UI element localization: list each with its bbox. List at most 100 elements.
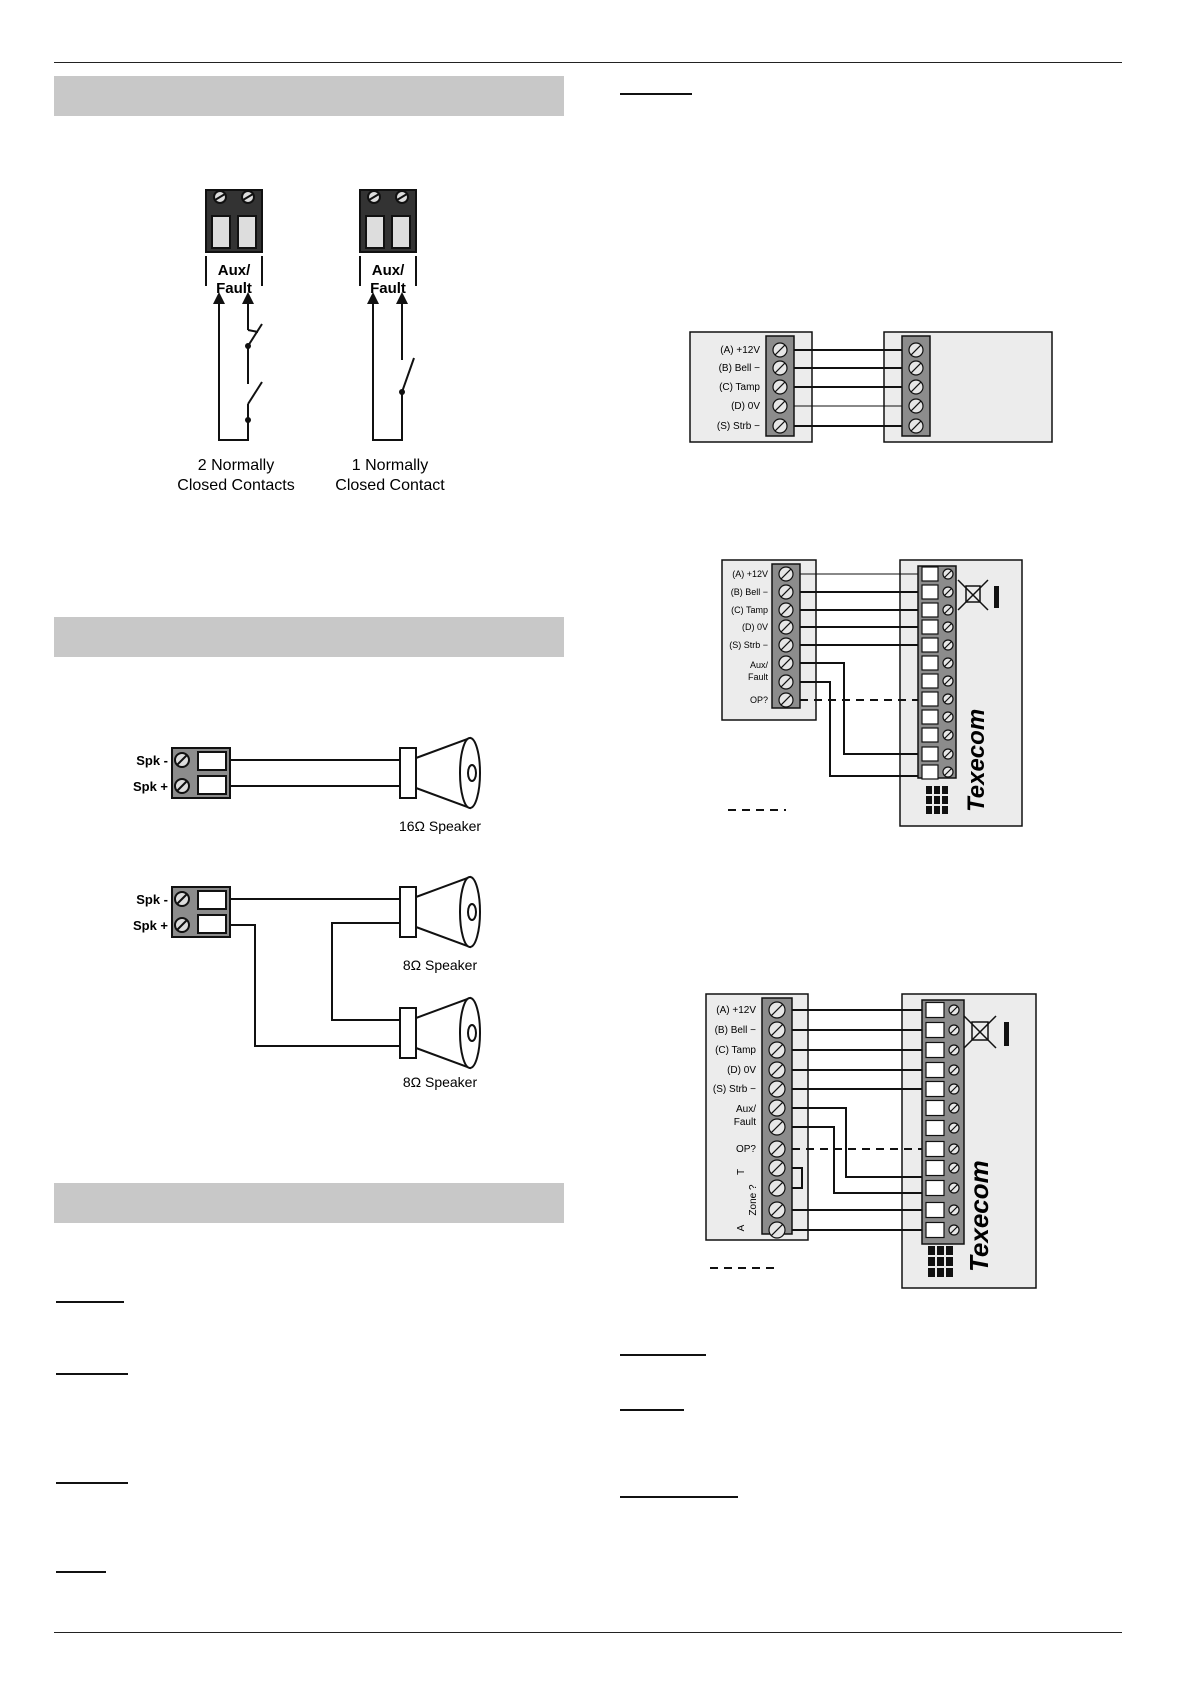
terminal-cell	[925, 1119, 945, 1137]
heading-underline	[56, 1301, 124, 1303]
term-s-label: (S) Strb −	[713, 1084, 756, 1095]
terminal-cell	[925, 1201, 945, 1219]
screw-slot	[950, 1046, 958, 1054]
term-fault-label: Fault	[734, 1117, 756, 1128]
screw-slot	[770, 1181, 784, 1195]
term-fault-label: Fault	[748, 672, 769, 682]
screw-slot	[780, 676, 792, 688]
section-header-bar	[54, 1183, 564, 1223]
caption-two-contacts: 2 Normally	[198, 457, 274, 474]
term-a-label: (A) +12V	[732, 569, 768, 579]
bell-wiring-diagram-aux: (A) +12V (B) Bell − (C) Tamp (D) 0V (S) …	[721, 559, 1023, 827]
term-d-label: (D) 0V	[727, 1065, 756, 1076]
term-a-label: (A) +12V	[720, 345, 760, 356]
terminal-cell	[925, 1179, 945, 1197]
screw-slot	[944, 570, 952, 578]
screw-slot	[944, 623, 952, 631]
bell-wiring-diagram-zone: (A) +12V (B) Bell − (C) Tamp (D) 0V (S) …	[705, 993, 1037, 1289]
screw-slot	[770, 1063, 784, 1077]
heading-underline	[56, 1571, 106, 1573]
terminal-cell	[921, 727, 939, 743]
screw-slot	[770, 1101, 784, 1115]
zone-a-label: A	[736, 1224, 747, 1231]
terminal-cell	[925, 1001, 945, 1019]
screw-slot	[910, 362, 922, 374]
heading-underline	[620, 93, 692, 95]
terminal-cell	[925, 1080, 945, 1098]
heading-underline	[620, 1496, 738, 1498]
terminal-cell	[925, 1061, 945, 1079]
screw-slot	[770, 1120, 784, 1134]
footer-rule	[54, 1632, 1122, 1633]
terminal-cell	[921, 602, 939, 618]
screw-slot	[770, 1142, 784, 1156]
screw-slot	[774, 344, 786, 356]
term-b-label: (B) Bell −	[719, 363, 761, 374]
terminal-cell	[921, 655, 939, 671]
screw-slot	[910, 400, 922, 412]
screw-slot	[950, 1145, 958, 1153]
screw-slot	[780, 568, 792, 580]
screw-slot	[770, 1043, 784, 1057]
screw-slot	[944, 677, 952, 685]
terminal-cell	[921, 746, 939, 762]
aux-fault-diagram: Aux/ Fault Aux/ Fault 2 Normally Closed …	[177, 189, 445, 494]
heading-underline	[620, 1354, 706, 1356]
screw-slot	[780, 604, 792, 616]
screw-slot	[774, 362, 786, 374]
screw-slot	[780, 586, 792, 598]
term-aux-label: Aux/	[736, 1104, 756, 1115]
term-op-label: OP?	[750, 695, 768, 705]
screw-slot	[770, 1003, 784, 1017]
spk-minus-label: Spk -	[136, 753, 168, 768]
terminal-cell	[925, 1140, 945, 1158]
screw-slot	[950, 1206, 958, 1214]
screw-slot	[944, 641, 952, 649]
screw-slot	[770, 1082, 784, 1096]
screw-slot	[950, 1164, 958, 1172]
screw-slot	[944, 659, 952, 667]
terminal-cell	[925, 1021, 945, 1039]
screw-slot	[910, 420, 922, 432]
aux-label-left: Aux/	[218, 262, 251, 279]
terminal-cell	[921, 709, 939, 725]
screw-slot	[774, 400, 786, 412]
screw-slot	[780, 694, 792, 706]
screw-slot	[950, 1006, 958, 1014]
texecom-logo: Texecom	[963, 709, 990, 812]
term-s-label: (S) Strb −	[717, 421, 760, 432]
aux-label-right: Aux/	[372, 262, 405, 279]
term-d-label: (D) 0V	[731, 401, 760, 412]
terminal-cell	[925, 1159, 945, 1177]
heading-underline	[56, 1482, 128, 1484]
header-rule	[54, 62, 1122, 63]
terminal-cell	[921, 691, 939, 707]
screw-slot	[770, 1023, 784, 1037]
terminal-cell	[925, 1221, 945, 1239]
term-d-label: (D) 0V	[742, 622, 768, 632]
terminal-cell	[925, 1041, 945, 1059]
spk-plus-label: Spk +	[133, 918, 168, 933]
screw-slot	[944, 731, 952, 739]
caption-one-contact: 1 Normally	[352, 457, 428, 474]
screw-slot	[780, 657, 792, 669]
screw-slot	[780, 639, 792, 651]
screw-slot	[950, 1104, 958, 1112]
bell-wiring-diagram-basic: (A) +12V (B) Bell − (C) Tamp (D) 0V (S) …	[689, 331, 1053, 443]
speaker-diagram: Spk - Spk + Spk - Spk + 16Ω Speaker 8Ω S…	[133, 736, 481, 1090]
screw-slot	[950, 1124, 958, 1132]
terminal-cell	[921, 637, 939, 653]
screw-slot	[950, 1026, 958, 1034]
spk-plus-label: Spk +	[133, 779, 168, 794]
texecom-logo: Texecom	[964, 1160, 994, 1272]
screw-slot	[944, 588, 952, 596]
term-op-label: OP?	[736, 1144, 756, 1155]
screw-slot	[774, 381, 786, 393]
term-aux-label: Aux/	[750, 660, 769, 670]
caption-two-contacts-2: Closed Contacts	[177, 477, 294, 494]
screw-slot	[910, 344, 922, 356]
term-c-label: (C) Tamp	[731, 605, 768, 615]
screw-slot	[950, 1184, 958, 1192]
screw-slot	[950, 1066, 958, 1074]
screw-slot	[944, 713, 952, 721]
